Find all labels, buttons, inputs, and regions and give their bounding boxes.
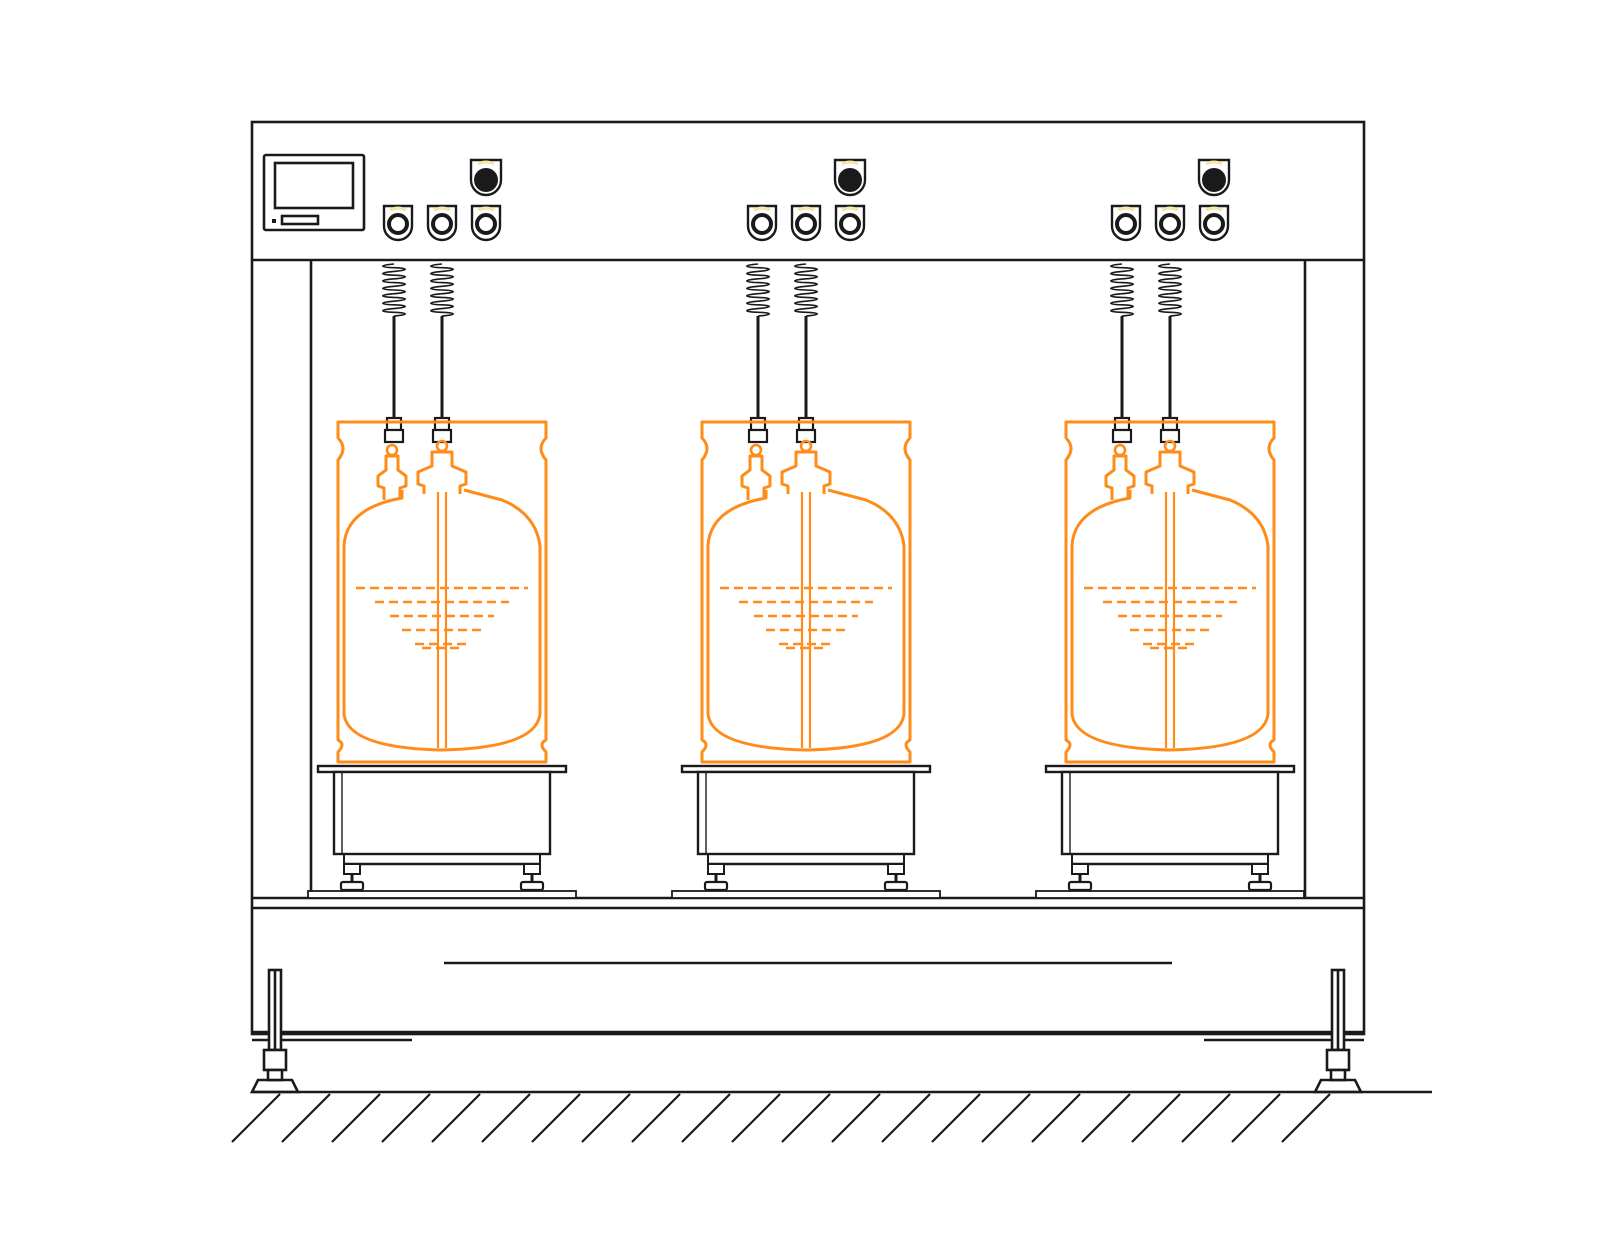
cabinet-frame	[250, 120, 1366, 1042]
control-knob-icon	[746, 204, 778, 242]
control-knob-icon	[790, 204, 822, 242]
hatch-line	[931, 1093, 981, 1143]
weighing-tray	[307, 764, 577, 899]
filling-station	[1035, 263, 1305, 899]
control-knob-icon	[1154, 204, 1186, 242]
filling-station	[671, 263, 941, 899]
leveling-foot-right	[1312, 968, 1364, 1094]
leveling-foot-left	[249, 968, 301, 1094]
emergency-stop-icon	[469, 158, 503, 197]
emergency-stop-icon	[833, 158, 867, 197]
hatch-line	[981, 1093, 1031, 1143]
hatch-line	[331, 1093, 381, 1143]
coiled-hose-icon	[745, 263, 771, 444]
control-knob-icon	[426, 204, 458, 242]
coiled-hose-icon	[1157, 263, 1183, 444]
hatch-line	[731, 1093, 781, 1143]
hatch-line	[381, 1093, 431, 1143]
carboy-vessel-icon	[336, 420, 548, 764]
hatch-line	[1281, 1093, 1331, 1143]
filling-stations	[307, 263, 1305, 899]
coiled-hose-icon	[381, 263, 407, 444]
filling-station	[307, 263, 577, 899]
hatch-line	[1031, 1093, 1081, 1143]
hatch-line	[1231, 1093, 1281, 1143]
hatch-line	[631, 1093, 681, 1143]
hatch-line	[231, 1093, 281, 1143]
coiled-hose-icon	[793, 263, 819, 444]
touch-screen-icon	[262, 153, 366, 232]
hatch-line	[481, 1093, 531, 1143]
hatch-line	[881, 1093, 931, 1143]
hatch-line	[1081, 1093, 1131, 1143]
control-knob-icon	[1198, 204, 1230, 242]
carboy-vessel-icon	[1064, 420, 1276, 764]
hatch-line	[781, 1093, 831, 1143]
control-knob-icon	[834, 204, 866, 242]
coiled-hose-icon	[429, 263, 455, 444]
hatch-line	[681, 1093, 731, 1143]
control-knob-icon	[470, 204, 502, 242]
hatch-line	[581, 1093, 631, 1143]
hatch-line	[431, 1093, 481, 1143]
control-knob-icon	[382, 204, 414, 242]
coiled-hose-icon	[1109, 263, 1135, 444]
hatch-line	[831, 1093, 881, 1143]
weighing-tray	[671, 764, 941, 899]
weighing-tray	[1035, 764, 1305, 899]
hatch-line	[1181, 1093, 1231, 1143]
control-knob-icon	[1110, 204, 1142, 242]
carboy-vessel-icon	[700, 420, 912, 764]
hatch-line	[281, 1093, 331, 1143]
control-panel	[382, 158, 1231, 242]
hatch-line	[1131, 1093, 1181, 1143]
hatch-line	[531, 1093, 581, 1143]
ground-hatching	[231, 1090, 1432, 1143]
emergency-stop-icon	[1197, 158, 1231, 197]
